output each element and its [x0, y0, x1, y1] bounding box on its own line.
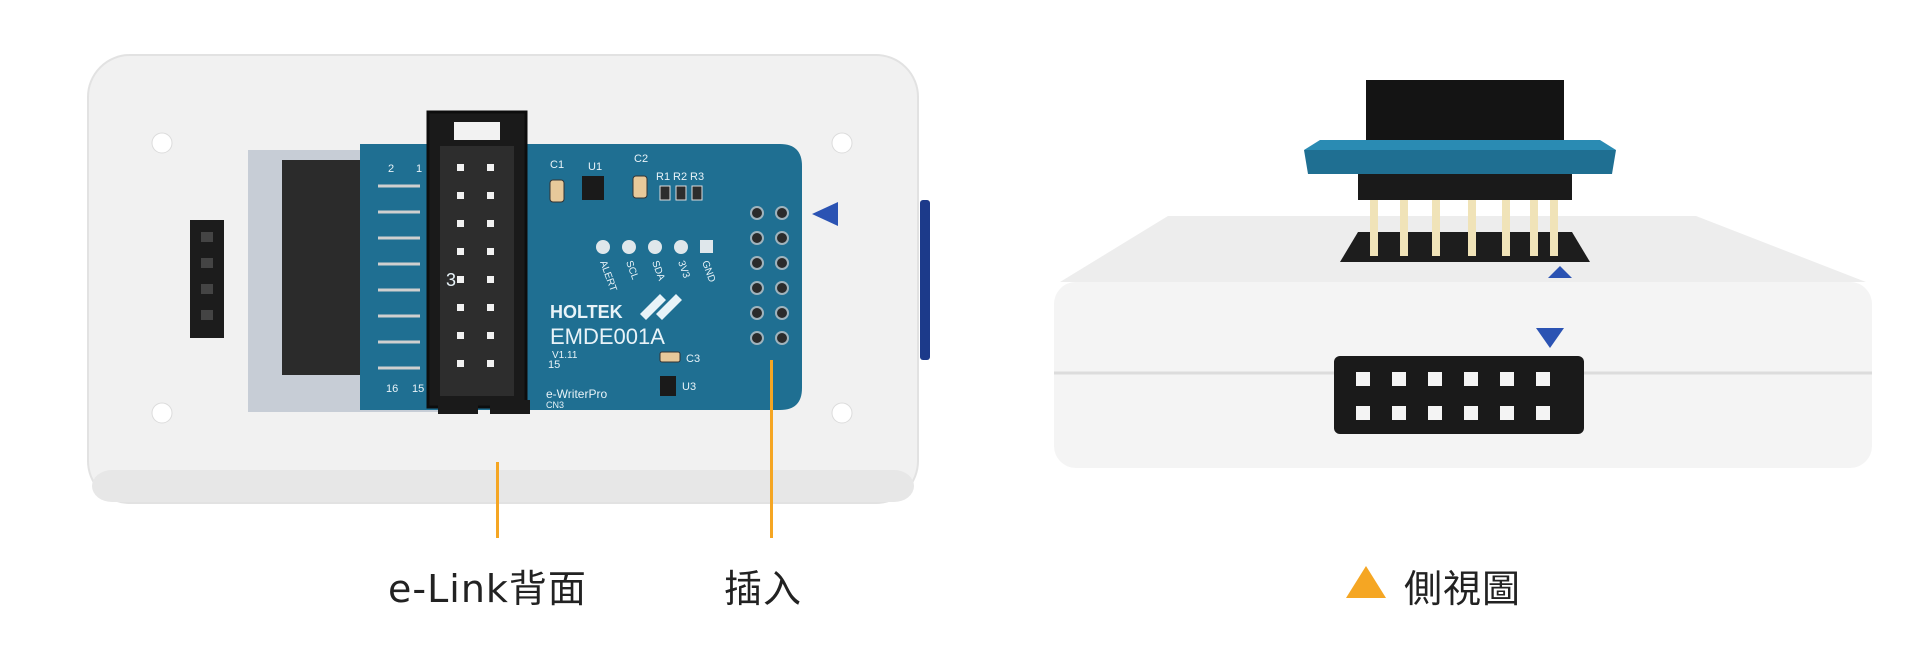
pin-label-2: 2: [388, 163, 394, 175]
component-c1: [549, 179, 565, 203]
pad-gnd: [700, 240, 713, 253]
side-marker-icon: [1548, 266, 1572, 278]
component-r2: [675, 185, 687, 201]
pad-3v3: [674, 240, 688, 254]
label-c1: C1: [550, 159, 564, 171]
component-c2: [632, 175, 648, 199]
pin-label-16: 16: [386, 383, 398, 395]
label-insert: 插入: [724, 567, 803, 611]
holtek-logo-icon: [640, 294, 682, 320]
pin-label-3: 3: [446, 270, 456, 290]
component-r3: [691, 185, 703, 201]
screw-hole-icon: [831, 402, 853, 424]
screw-hole-icon: [151, 402, 173, 424]
orientation-marker-icon: [812, 202, 838, 226]
label-r1: R1: [656, 171, 670, 183]
board-brand: HOLTEK: [550, 302, 623, 322]
elink-back-illustration: 2 1 16 15 15 3 C1 U1 C2 R1 R2 R3 C3 U3 A…: [87, 54, 930, 504]
label-u3: U3: [682, 381, 696, 393]
component-r1: [659, 185, 671, 201]
screw-hole-icon: [151, 132, 173, 154]
label-c2: C2: [634, 153, 648, 165]
board-version: V1.11: [552, 350, 578, 361]
legend-triangle-icon: [1346, 566, 1386, 598]
label-side-view: 側視圖: [1404, 567, 1522, 611]
side-pcb: [1304, 150, 1616, 174]
component-u1: [582, 176, 604, 200]
cn3-label: CN3: [546, 400, 564, 410]
front-connector: [1334, 356, 1584, 434]
usb-tab: [920, 200, 930, 360]
label-r3: R3: [690, 171, 704, 183]
cn3-brand: e-WriterPro: [546, 387, 607, 401]
front-marker-icon: [1536, 328, 1564, 348]
pcb-board: [360, 144, 802, 410]
pin-label-15: 15: [412, 383, 424, 395]
label-r2: R2: [673, 171, 687, 183]
component-c3: [659, 351, 681, 363]
label-u1: U1: [588, 161, 602, 173]
pad-alert: [596, 240, 610, 254]
label-c3: C3: [686, 353, 700, 365]
leader-line-insert: [770, 360, 773, 538]
pad-scl: [622, 240, 636, 254]
component-u3: [660, 376, 676, 396]
pin-label-1: 1: [416, 163, 422, 175]
header-pins: [378, 184, 420, 370]
board-model: EMDE001A: [550, 324, 665, 349]
pin-label-15b: 15: [548, 359, 560, 371]
elink-housing-shadow: [92, 470, 914, 502]
pin-grid: [750, 206, 789, 345]
screw-hole-icon: [831, 132, 853, 154]
pad-sda: [648, 240, 662, 254]
leader-line-back: [496, 462, 499, 538]
gold-pins: [1370, 200, 1558, 256]
side-view-illustration: [1054, 80, 1872, 598]
pin-header-lower: [1358, 174, 1572, 200]
label-elink-back: e-Link背面: [388, 567, 587, 611]
